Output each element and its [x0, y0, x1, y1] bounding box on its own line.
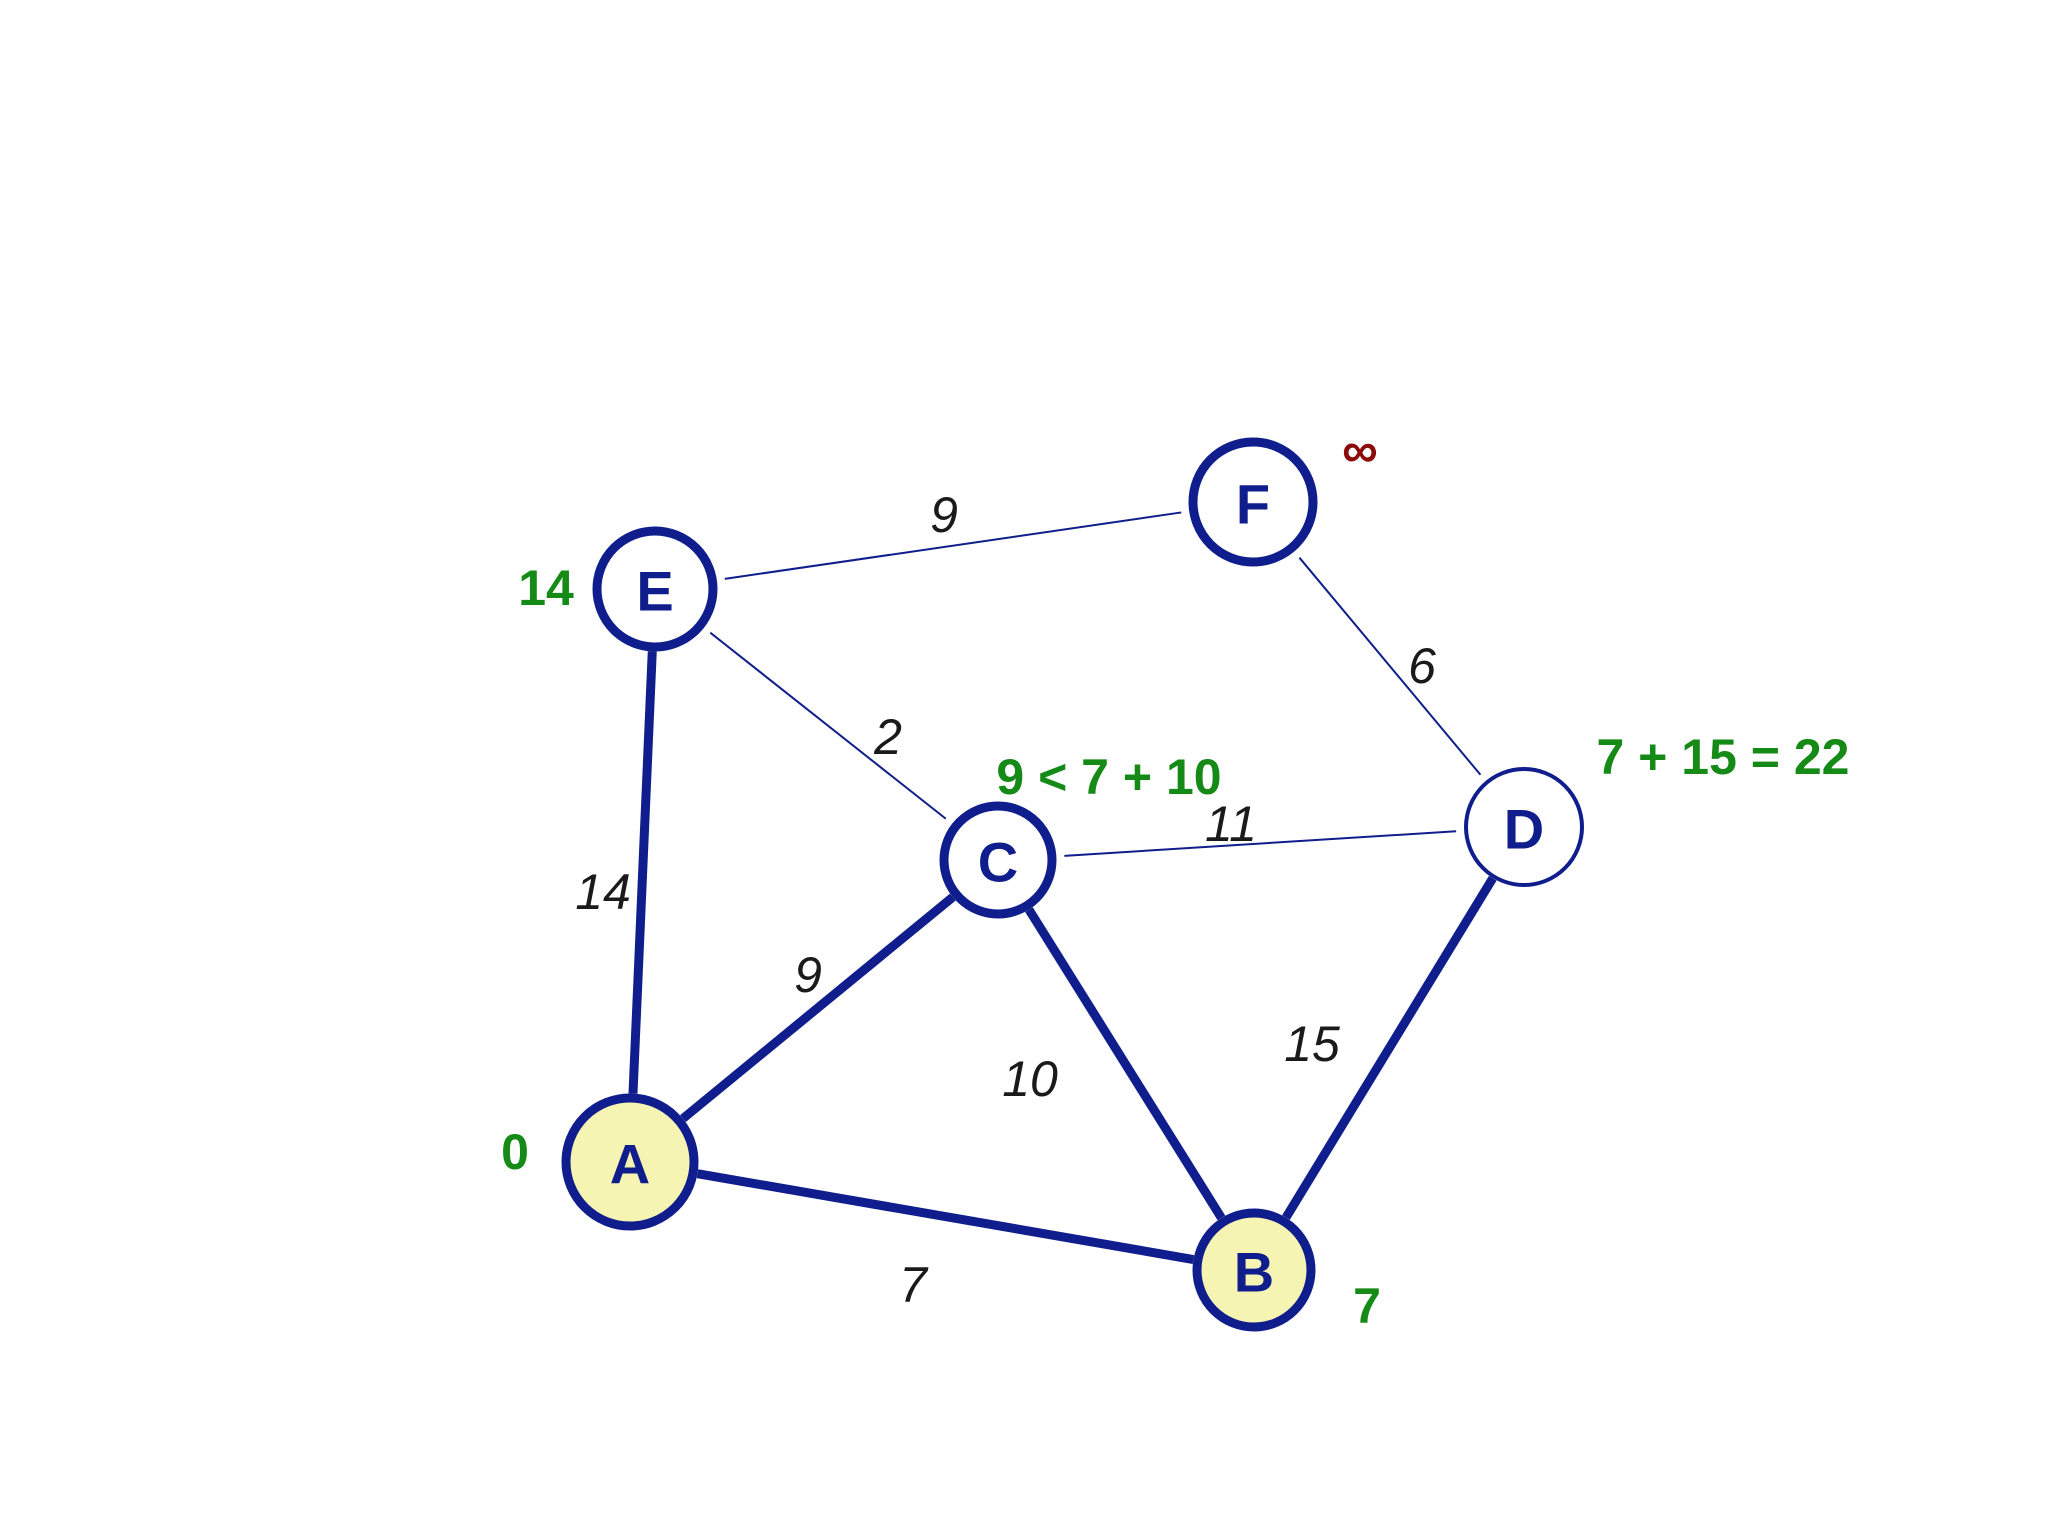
node-circle-b: [1192, 1208, 1316, 1332]
node-c: C: [939, 801, 1057, 919]
edge-weight-e-c: 2: [873, 709, 902, 765]
edge-f-d: [1298, 557, 1482, 776]
edge-e-a: [628, 651, 657, 1094]
edge-a-b: [696, 1169, 1195, 1264]
distance-label-e: 14: [518, 560, 574, 616]
node-circle-c: [939, 801, 1057, 919]
edge-e-f: [724, 511, 1182, 580]
edge-e-c: [709, 631, 947, 820]
edge-weight-a-c: 9: [794, 947, 822, 1003]
distance-label-b: 7: [1353, 1278, 1381, 1334]
node-a: A: [561, 1093, 699, 1231]
edge-a-c: [680, 893, 956, 1123]
distance-labels-layer: 0 7 9 < 7 + 10 7 + 15 = 22 14 ∞: [501, 422, 1849, 1334]
node-label-b: B: [1234, 1241, 1274, 1304]
node-f: F: [1188, 437, 1318, 567]
node-e: E: [592, 526, 718, 652]
node-circle-e: [592, 526, 718, 652]
edge-weights-layer: 9 2 6 11 14 9 10 15 7: [575, 487, 1436, 1313]
edge-weight-e-a: 14: [575, 864, 631, 920]
edge-d-b: [1282, 875, 1497, 1220]
edge-weight-c-d: 11: [1205, 796, 1257, 852]
distance-label-a: 0: [501, 1124, 529, 1180]
node-b: B: [1192, 1208, 1316, 1332]
node-circle-f: [1188, 437, 1318, 567]
node-label-f: F: [1236, 473, 1270, 536]
node-label-a: A: [610, 1133, 650, 1196]
edge-weight-f-d: 6: [1408, 638, 1436, 694]
edge-c-d: [1064, 830, 1457, 857]
node-label-c: C: [978, 831, 1018, 894]
edge-weight-e-f: 9: [930, 487, 958, 543]
node-label-d: D: [1504, 798, 1544, 861]
node-circle-a: [561, 1093, 699, 1231]
distance-label-c: 9 < 7 + 10: [996, 749, 1221, 805]
edge-weight-d-b: 15: [1284, 1016, 1340, 1072]
edge-c-b: [1025, 907, 1226, 1221]
nodes-layer: A B C D E F: [561, 437, 1584, 1332]
edge-weight-a-b: 7: [899, 1257, 929, 1313]
node-label-e: E: [636, 560, 673, 623]
node-d: D: [1464, 767, 1584, 887]
edges-layer: [628, 511, 1497, 1264]
node-circle-d: [1464, 767, 1584, 887]
edge-weight-c-b: 10: [1002, 1051, 1058, 1107]
distance-label-d: 7 + 15 = 22: [1596, 729, 1849, 785]
distance-label-f: ∞: [1342, 422, 1378, 478]
